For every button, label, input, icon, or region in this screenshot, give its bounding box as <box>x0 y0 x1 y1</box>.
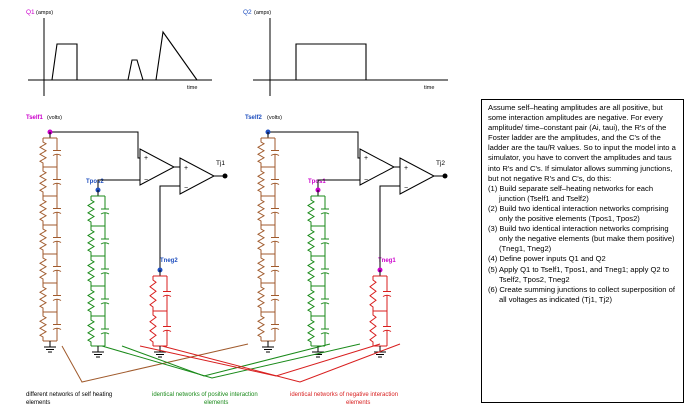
amp-left-1-plus: + <box>144 155 148 162</box>
caption-neg-line1: identical networks of negative interacti… <box>290 392 398 398</box>
amp-right-1-minus: − <box>364 177 368 184</box>
instruction-step: (6) Create summing junctions to collect … <box>488 284 675 304</box>
instruction-step: (3) Build two identical interaction netw… <box>488 224 675 254</box>
positive-network-tpos2 <box>87 190 110 358</box>
tself2-unit: (volts) <box>267 115 282 121</box>
tself2-label: Tself2 <box>245 115 263 121</box>
caption-self-line2: elements <box>26 400 50 406</box>
positive-network-tpos1 <box>307 190 330 358</box>
amp-left-2-minus: − <box>184 185 188 192</box>
instruction-step: (5) Apply Q1 to Tself1, Tpos1, and Tneg1… <box>488 264 670 284</box>
tj2-label: Tj2 <box>436 160 445 167</box>
q2-unit: (amps) <box>254 10 271 16</box>
caption-leader-lines <box>61 343 401 383</box>
tneg2-label: Tneg2 <box>160 258 178 264</box>
q1-xlabel: time <box>187 85 197 91</box>
negative-network-tneg1 <box>369 270 392 358</box>
tpos1-label: Tpos1 <box>308 179 326 185</box>
summing-amplifier-left-2 <box>179 157 216 195</box>
negative-network-tneg2 <box>149 270 172 358</box>
q2-label: Q2 <box>243 9 252 16</box>
caption-pos-line1: identical networks of positive interacti… <box>152 392 258 398</box>
caption-neg-line2: elements <box>346 400 370 406</box>
caption-self-line1: different networks of self heating <box>26 392 112 398</box>
instruction-step: (4) Define power inputs Q1 and Q2 <box>488 254 606 264</box>
tj1-label: Tj1 <box>216 160 225 167</box>
summing-amplifier-left-1 <box>139 148 176 186</box>
left-wiring <box>50 131 225 270</box>
instruction-step: (2) Build two identical interaction netw… <box>488 203 669 224</box>
q1-unit: (amps) <box>36 10 53 16</box>
self-network-tself2 <box>257 132 280 353</box>
right-wiring <box>268 131 445 270</box>
caption-pos-line2: elements <box>204 400 228 406</box>
amp-right-2-plus: + <box>404 165 408 172</box>
summing-amplifier-right-2 <box>399 157 436 195</box>
instructions-steps: (1) Build separate self–heating networks… <box>488 184 678 305</box>
amp-left-1-minus: − <box>144 177 148 184</box>
amp-right-1-plus: + <box>364 155 368 162</box>
q1-label: Q1 <box>26 9 35 16</box>
tself1-label: Tself1 <box>26 115 44 121</box>
q2-xlabel: time <box>424 85 434 91</box>
instructions-intro: Assume self–heating amplitudes are all p… <box>488 103 676 183</box>
tneg1-label: Tneg1 <box>378 258 396 264</box>
q1-power-graph: Q1 (amps) time <box>26 9 212 96</box>
self-network-tself1 <box>39 132 62 353</box>
q2-power-graph: Q2 (amps) time <box>243 9 448 96</box>
instruction-step: (1) Build separate self–heating networks… <box>488 183 654 203</box>
amp-left-2-plus: + <box>184 165 188 172</box>
tself1-unit: (volts) <box>47 115 62 121</box>
summing-amplifier-right-1 <box>359 148 396 186</box>
amp-right-2-minus: − <box>404 185 408 192</box>
instructions-box: Assume self–heating amplitudes are all p… <box>481 99 684 403</box>
tpos2-label: Tpos2 <box>86 179 104 185</box>
